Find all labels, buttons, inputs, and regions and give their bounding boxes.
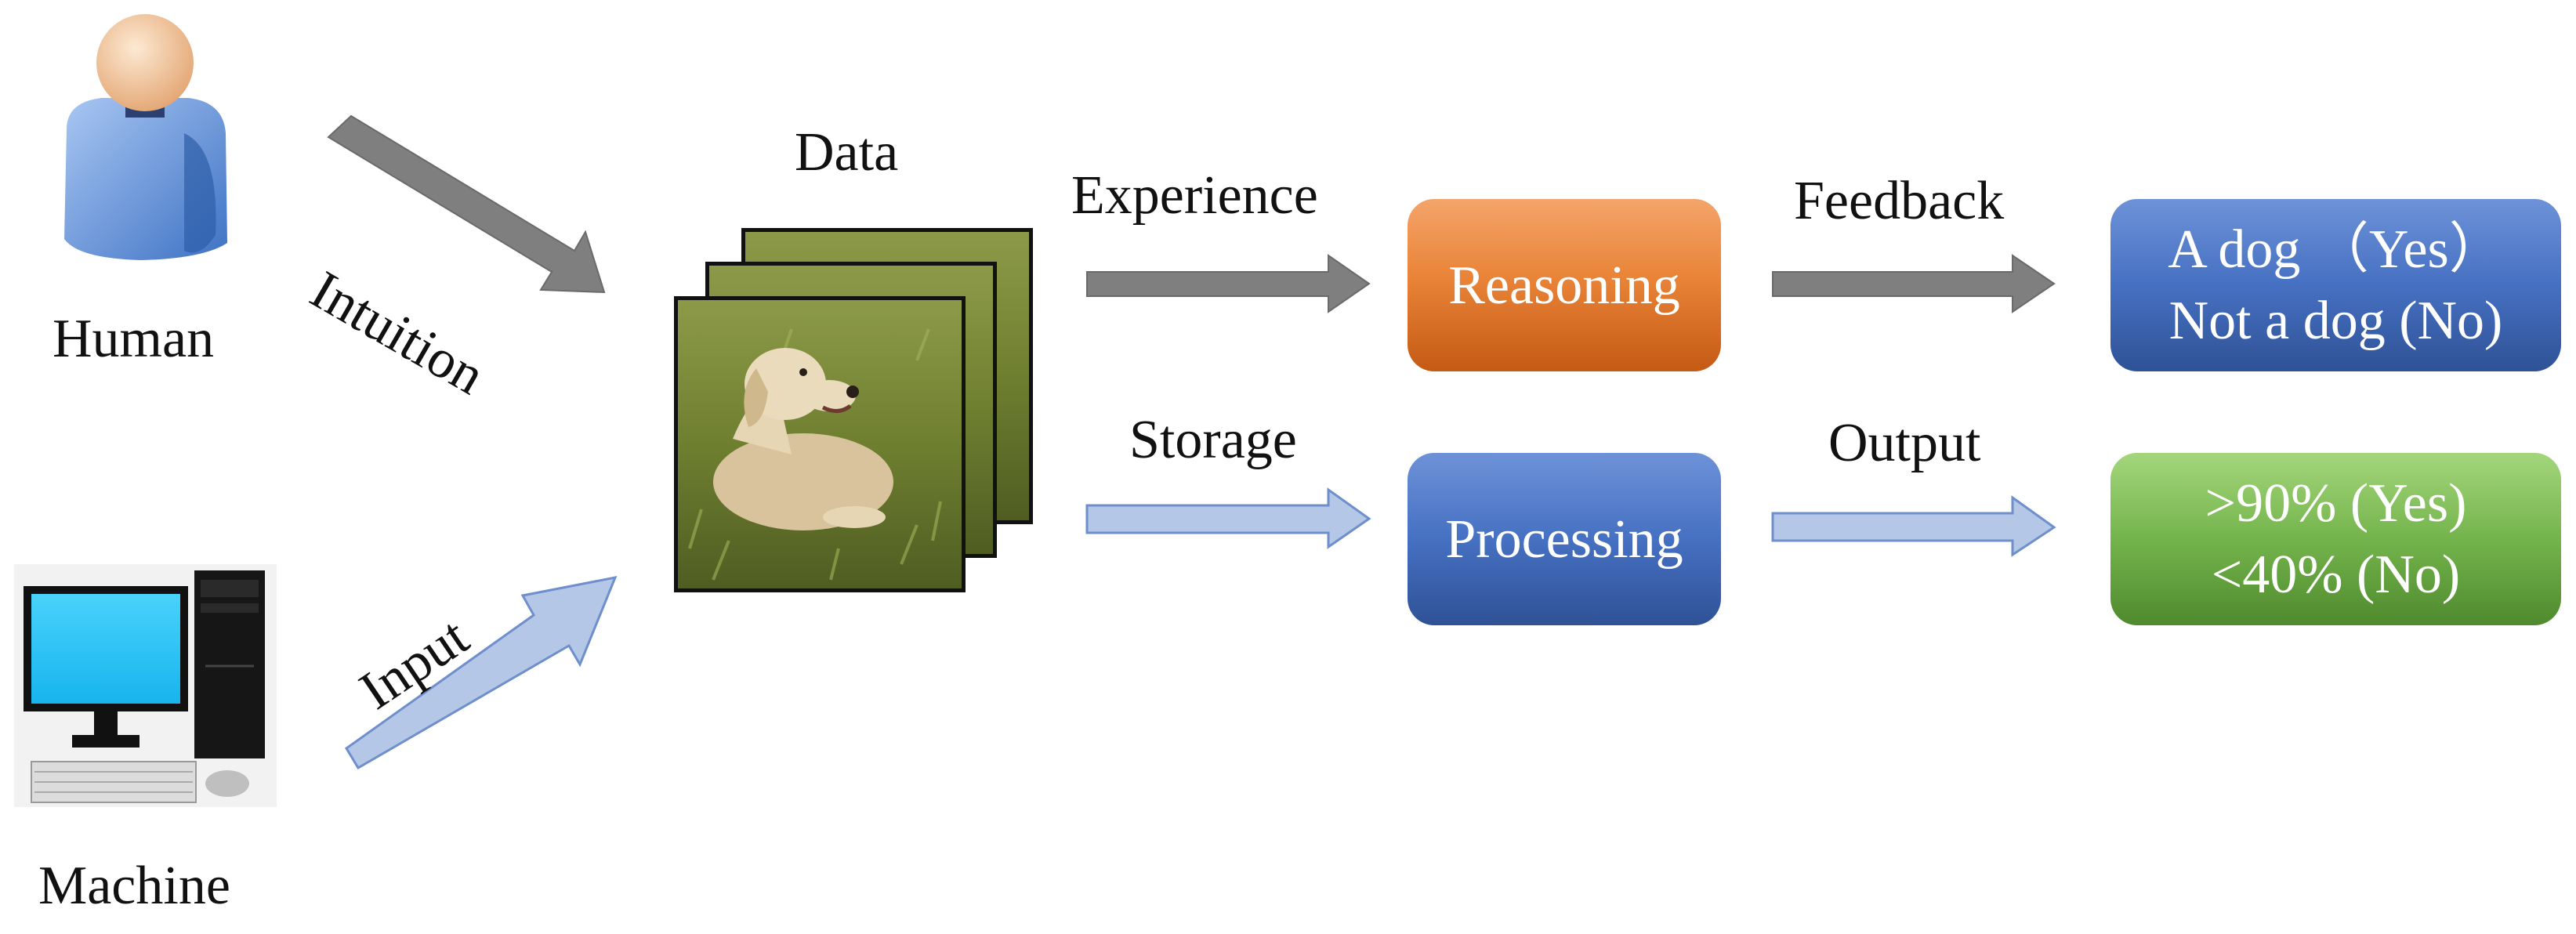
intuition-arrow (327, 114, 606, 294)
input-arrow (344, 575, 618, 770)
data-label: Data (795, 122, 899, 183)
machine-result-box: >90% (Yes) <40% (No) (2110, 453, 2561, 625)
processing-label: Processing (1445, 509, 1683, 570)
feedback-arrow (1772, 254, 2056, 313)
dog-figure (713, 348, 893, 530)
dog-image-stack (674, 228, 1033, 592)
human-label: Human (53, 309, 215, 369)
output-label: Output (1828, 413, 1981, 473)
processing-box: Processing (1408, 453, 1721, 625)
storage-arrow (1085, 487, 1371, 549)
machine-label: Machine (38, 856, 230, 916)
machine-result-yes: >90% (Yes) (2205, 473, 2467, 534)
experience-label: Experience (1071, 165, 1318, 226)
feedback-label: Feedback (1794, 171, 2005, 231)
computer-icon (14, 564, 277, 807)
reasoning-box: Reasoning (1408, 199, 1721, 371)
machine-result-no: <40% (No) (2211, 545, 2461, 605)
human-result-box: A dog （Yes） Not a dog (No) (2110, 199, 2561, 371)
reasoning-label: Reasoning (1448, 255, 1680, 316)
human-result-no: Not a dog (No) (2168, 291, 2503, 351)
experience-arrow (1086, 254, 1371, 313)
storage-label: Storage (1129, 410, 1297, 470)
human-icon (64, 14, 227, 260)
output-arrow (1771, 495, 2056, 557)
human-result-yes: A dog （Yes） (2168, 219, 2504, 280)
